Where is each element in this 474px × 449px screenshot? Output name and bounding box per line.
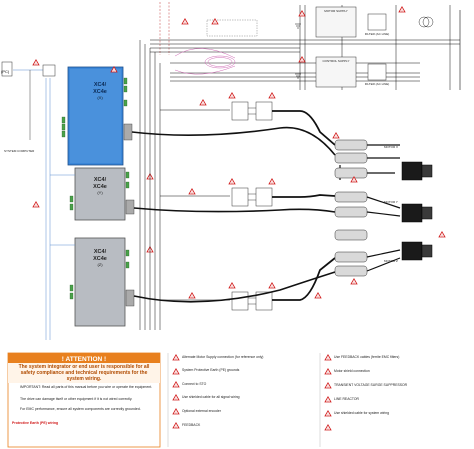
filter-label-1: FILTER (AC LINE)	[365, 32, 390, 36]
driver-z-model-2: XC4e	[93, 256, 107, 262]
attention-paragraph-1: IMPORTANT: Read all parts of this manual…	[20, 385, 153, 389]
motor-y-label: MOTOR Y	[384, 200, 398, 204]
note-right-2: Motor shield connection	[334, 369, 370, 373]
attention-paragraph-3: For EMC performance, ensure all system c…	[20, 407, 141, 411]
attention-paragraph-2: The drive can damage itself or other equ…	[20, 397, 133, 401]
motor-x-label: MOTOR X	[384, 145, 398, 149]
computer-note: SYSTEM COMPUTER	[4, 149, 35, 153]
driver-x-model-2: XC4e	[93, 89, 107, 95]
system-computer: (PC) SYSTEM COMPUTER	[1, 59, 56, 208]
attention-safety-heading: Protective Earth (PE) wiring	[12, 421, 59, 425]
driver-z-axis: (Z)	[97, 262, 103, 267]
axis-row-y: MOTOR Y	[133, 178, 433, 223]
note-mid-1: Alternate Motor Supply connection (for r…	[182, 355, 264, 359]
note-right-4: LINE REACTOR	[334, 397, 359, 401]
axis-row-z: MOTOR Z	[133, 229, 433, 311]
attention-title: ! ATTENTION !	[62, 356, 106, 363]
notes-middle	[167, 353, 180, 447]
attention-subtitle: The system integrator or end user is res…	[18, 364, 150, 382]
driver-z-model: XC4/	[94, 249, 107, 255]
driver-z: XC4/ XC4e (Z)	[69, 237, 154, 327]
driver-x-axis: (X)	[97, 95, 103, 100]
axis-row-x: MOTOR X	[131, 92, 433, 181]
power-area: MOTOR SUPPLY CONTROL SUPPLY FILTER (AC L…	[150, 2, 461, 90]
driver-x: XC4/ XC4e (X)	[61, 66, 133, 166]
driver-y-axis: (Y)	[97, 190, 103, 195]
note-mid-3: Connect to STO	[182, 382, 207, 386]
note-mid-5: Optional external encoder	[182, 409, 221, 413]
notes-right	[319, 353, 332, 447]
note-mid-6: FEEDBACK	[182, 423, 201, 427]
attention-panel: ! ATTENTION !	[7, 352, 161, 448]
motor-supply-label: MOTOR SUPPLY	[324, 9, 348, 13]
note-right-3: TRANSIENT VOLTAGE SURGE SUPPRESSOR	[334, 383, 408, 387]
filter-label-2: FILTER (AC LINE)	[365, 82, 390, 86]
pc-label: (PC)	[1, 69, 10, 74]
driver-y: XC4/ XC4e (Y)	[69, 167, 154, 221]
control-supply-label: CONTROL SUPPLY	[322, 59, 349, 63]
note-right-5: Use shielded cable for system wiring	[334, 411, 390, 415]
driver-x-model: XC4/	[94, 82, 107, 88]
note-mid-2: System Protective Earth (PE) grounds	[182, 368, 240, 372]
driver-y-model-2: XC4e	[93, 184, 107, 190]
note-right-1: Use FEEDBACK cables (ferrite EMC filters…	[334, 355, 400, 359]
note-mid-4: Use shielded cable for all signal wiring	[182, 395, 240, 399]
driver-y-model: XC4/	[94, 177, 107, 183]
